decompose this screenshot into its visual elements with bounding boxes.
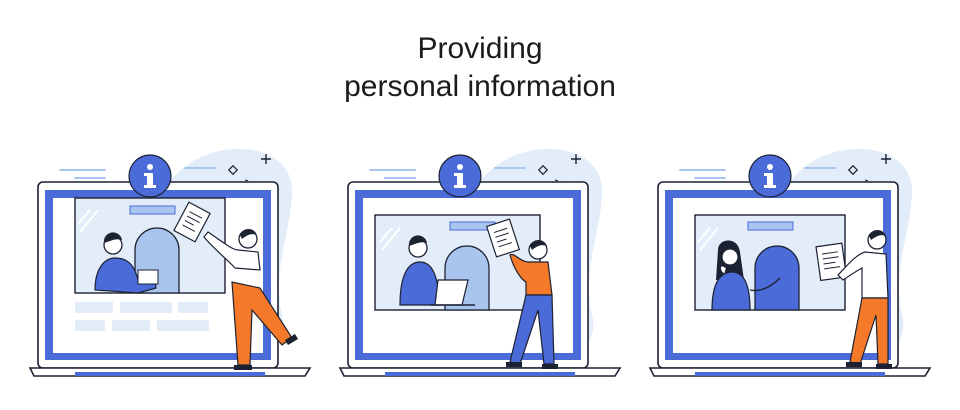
laptop-base-bar	[385, 372, 575, 376]
diamond-mark	[227, 164, 239, 176]
window-arch	[754, 245, 800, 311]
motion-lines	[679, 167, 836, 179]
sparkle-star	[571, 154, 581, 164]
clerk-hair	[103, 232, 122, 243]
laptop-base-bar	[695, 372, 885, 376]
motion-lines	[59, 167, 216, 179]
person-handover	[506, 239, 558, 369]
clerk-arm	[749, 277, 781, 292]
window-shine	[379, 227, 401, 251]
window-shine	[697, 227, 719, 251]
scene-left	[20, 140, 340, 400]
scene-right	[640, 140, 960, 400]
small-laptop	[434, 279, 469, 306]
window-sign	[747, 221, 794, 231]
window-sign	[129, 205, 176, 215]
clerk-hair	[408, 235, 427, 246]
title-line-2: personal information	[344, 70, 616, 103]
sparkle-star	[261, 154, 271, 164]
laptop-base-bar	[75, 372, 265, 376]
window-shine	[77, 209, 99, 233]
sparkle-star	[881, 154, 891, 164]
clerk-paper	[137, 269, 159, 285]
title-line-1: Providing	[417, 32, 543, 65]
diamond-mark	[847, 164, 859, 176]
diamond-mark	[537, 164, 549, 176]
person-handover	[203, 228, 298, 370]
info-icon	[748, 154, 792, 198]
person-handover	[837, 229, 892, 369]
clerk-hand	[719, 265, 727, 275]
page-title: Providing personal information	[0, 30, 960, 106]
motion-lines	[369, 167, 526, 179]
document-icon	[173, 201, 211, 243]
clerk-head	[721, 248, 739, 266]
document-icon	[815, 242, 848, 282]
scene-middle	[330, 140, 650, 400]
counter-panels	[75, 302, 209, 331]
clerk-body	[711, 271, 751, 311]
info-icon	[128, 154, 172, 198]
info-icon	[438, 154, 482, 198]
document-icon	[485, 218, 521, 258]
